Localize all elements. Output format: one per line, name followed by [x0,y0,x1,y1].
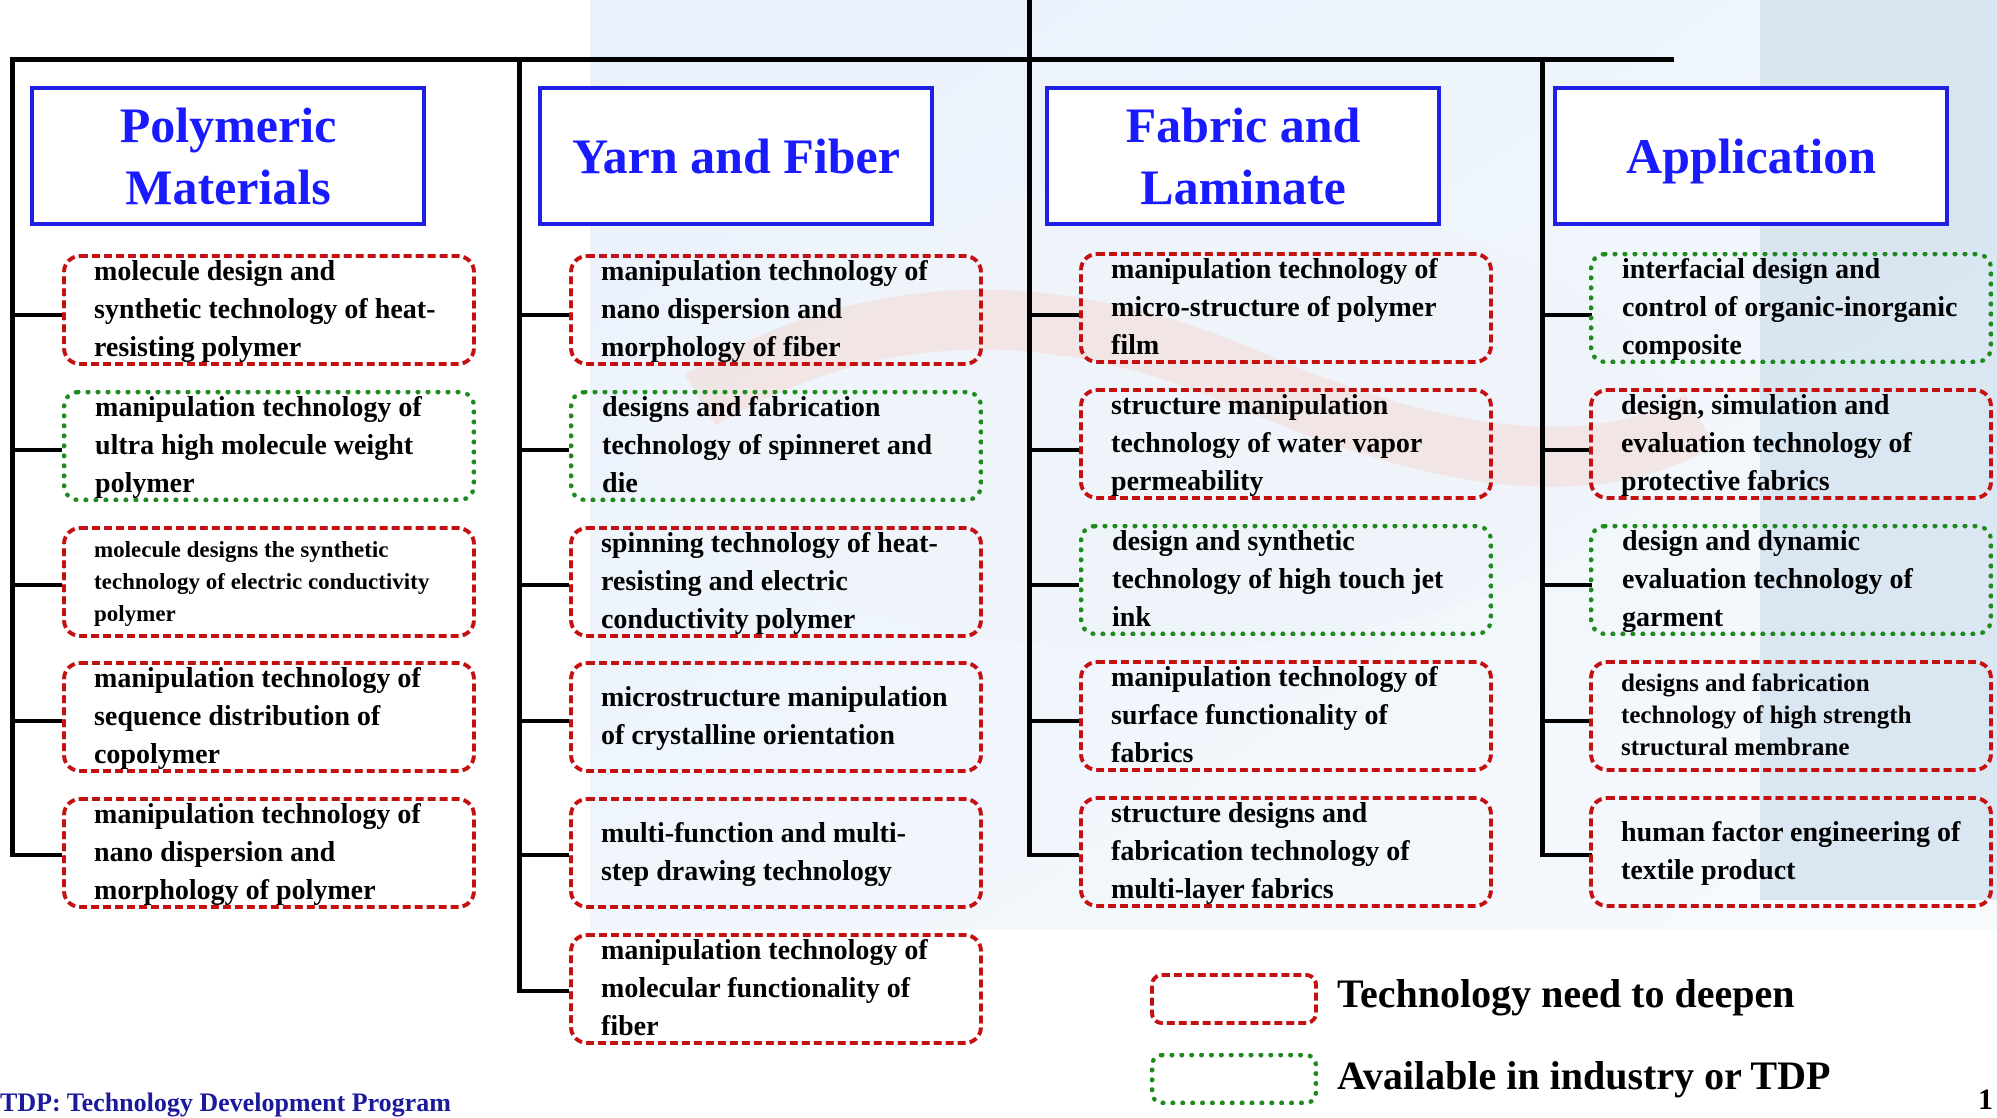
tech-item-text: structure manipulation technology of wat… [1111,390,1422,497]
top-bus-line [10,57,1674,62]
tech-item: human factor engineering of textile prod… [1589,796,1993,908]
tech-item-text: microstructure manipulation of crystalli… [601,682,948,751]
connector [1540,853,1592,857]
tech-item-text: design and dynamic evaluation technology… [1622,526,1913,633]
column-4-spine [1540,57,1545,857]
page-number: 1 [1978,1083,1993,1116]
connector [517,313,569,317]
connector [10,313,62,317]
tech-item-text: structure designs and fabrication techno… [1111,798,1410,905]
footnote: TDP: Technology Development Program [0,1088,451,1117]
column-header-label: Fabric and Laminate [1125,97,1361,215]
column-header-label: Polymeric Materials [119,97,337,215]
tech-item-text: manipulation technology of ultra high mo… [95,392,422,499]
tech-item: spinning technology of heat-resisting an… [569,526,983,638]
column-1-spine [10,57,15,857]
tech-item: manipulation technology of micro-structu… [1079,252,1493,364]
tech-item-text: design and synthetic technology of high … [1112,526,1444,633]
connector [517,853,569,857]
column-2-spine [517,57,522,992]
tech-item: molecule design and synthetic technology… [62,254,476,366]
tech-item-text: interfacial design and control of organi… [1622,254,1958,361]
legend-label-deepen: Technology need to deepen [1337,971,1795,1016]
tech-item: structure manipulation technology of wat… [1079,388,1493,500]
trunk-line [1027,0,1032,62]
connector [1027,313,1079,317]
tech-item: designs and fabrication technology of sp… [569,390,983,502]
connector [1540,719,1592,723]
column-header-yarn-and-fiber: Yarn and Fiber [538,86,934,226]
column-header-label: Application [1625,128,1877,184]
tech-item-text: design, simulation and evaluation techno… [1621,390,1912,497]
column-header-fabric-and-laminate: Fabric and Laminate [1045,86,1441,226]
column-header-application: Application [1553,86,1949,226]
connector [10,719,62,723]
connector [1027,448,1079,452]
tech-item-text: manipulation technology of molecular fun… [601,935,928,1042]
tech-item-text: human factor engineering of textile prod… [1621,817,1961,886]
tech-item-text: designs and fabrication technology of hi… [1621,670,1912,761]
connector [1027,853,1079,857]
legend-swatch-available [1150,1053,1318,1105]
connector [10,853,62,857]
tech-item: design and synthetic technology of high … [1079,524,1493,636]
tech-item: design and dynamic evaluation technology… [1589,524,1993,636]
connector [1540,448,1592,452]
tech-item: manipulation technology of molecular fun… [569,933,983,1045]
tech-item-text: manipulation technology of surface funct… [1111,662,1438,769]
tech-item: molecule designs the synthetic technolog… [62,526,476,638]
legend-label-available: Available in industry or TDP [1337,1053,1831,1098]
tech-item: manipulation technology of ultra high mo… [62,390,476,502]
tech-item: interfacial design and control of organi… [1589,252,1993,364]
tech-item-text: molecule designs the synthetic technolog… [94,537,430,626]
connector [10,448,62,452]
tech-item: structure designs and fabrication techno… [1079,796,1493,908]
column-header-polymeric-materials: Polymeric Materials [30,86,426,226]
tech-item: microstructure manipulation of crystalli… [569,661,983,773]
tech-item: designs and fabrication technology of hi… [1589,660,1993,772]
connector [517,583,569,587]
tech-item-text: multi-function and multi-step drawing te… [601,818,906,887]
connector [517,719,569,723]
tech-item: manipulation technology of sequence dist… [62,661,476,773]
tech-item: manipulation technology of surface funct… [1079,660,1493,772]
tech-item-text: manipulation technology of micro-structu… [1111,254,1438,361]
connector [10,583,62,587]
tech-item: multi-function and multi-step drawing te… [569,797,983,909]
tech-item: manipulation technology of nano dispersi… [569,254,983,366]
tech-item: manipulation technology of nano dispersi… [62,797,476,909]
tech-item-text: molecule design and synthetic technology… [94,256,436,363]
tech-item-text: designs and fabrication technology of sp… [602,392,933,499]
column-3-spine [1027,57,1032,857]
connector [517,448,569,452]
tech-item-text: manipulation technology of nano dispersi… [94,799,421,906]
tech-item-text: manipulation technology of nano dispersi… [601,256,928,363]
tech-item-text: spinning technology of heat-resisting an… [601,528,938,635]
connector [1540,583,1592,587]
connector [1540,313,1592,317]
column-header-label: Yarn and Fiber [572,128,900,184]
tech-item: design, simulation and evaluation techno… [1589,388,1993,500]
tech-item-text: manipulation technology of sequence dist… [94,663,421,770]
connector [517,989,569,993]
connector [1027,583,1079,587]
legend-swatch-deepen [1150,973,1318,1025]
connector [1027,719,1079,723]
